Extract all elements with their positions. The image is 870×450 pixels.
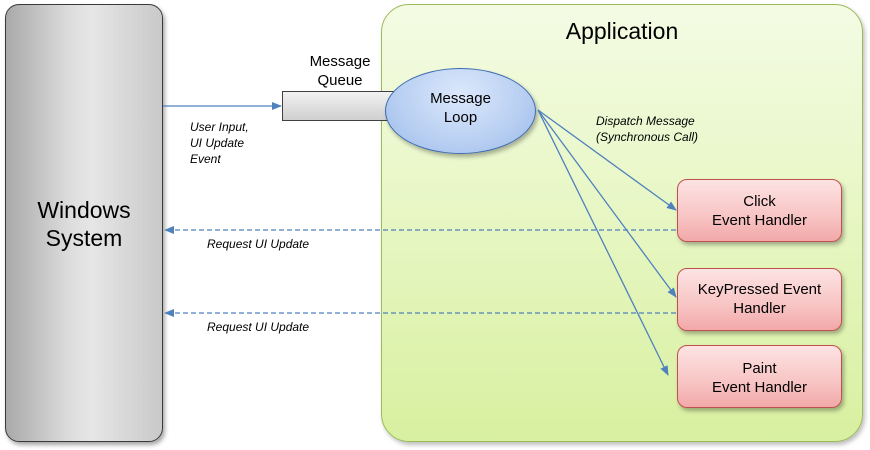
windows-system-box: [5, 4, 163, 442]
message-queue-label: Message Queue: [309, 53, 371, 89]
dispatch-arrow-keypressed: [537, 109, 677, 298]
click-handler-label: Click Event Handler: [711, 193, 808, 229]
user-input-annotation: User Input, UI Update Event: [190, 120, 249, 166]
message-queue-box: [282, 91, 396, 121]
paint-handler-label: Paint Event Handler: [711, 360, 808, 396]
request-update-label-2: Request UI Update: [207, 320, 310, 334]
message-loop-label: Message Loop: [430, 90, 491, 126]
keypressed-handler-label: KeyPressed Event Handler: [697, 281, 822, 317]
request-update-label-1: Request UI Update: [207, 237, 310, 251]
windows-system-title: Windows System: [37, 197, 131, 251]
dispatch-annotation: Dispatch Message (Synchronous Call): [596, 114, 699, 144]
message-loop-ellipse: [385, 68, 536, 154]
click-handler-box: [677, 179, 842, 242]
application-title: Application: [565, 18, 679, 44]
dispatch-arrow-click: [537, 109, 677, 211]
dispatch-arrow-paint: [537, 109, 669, 376]
paint-handler-box: [677, 345, 842, 408]
keypressed-handler-box: [677, 268, 842, 331]
